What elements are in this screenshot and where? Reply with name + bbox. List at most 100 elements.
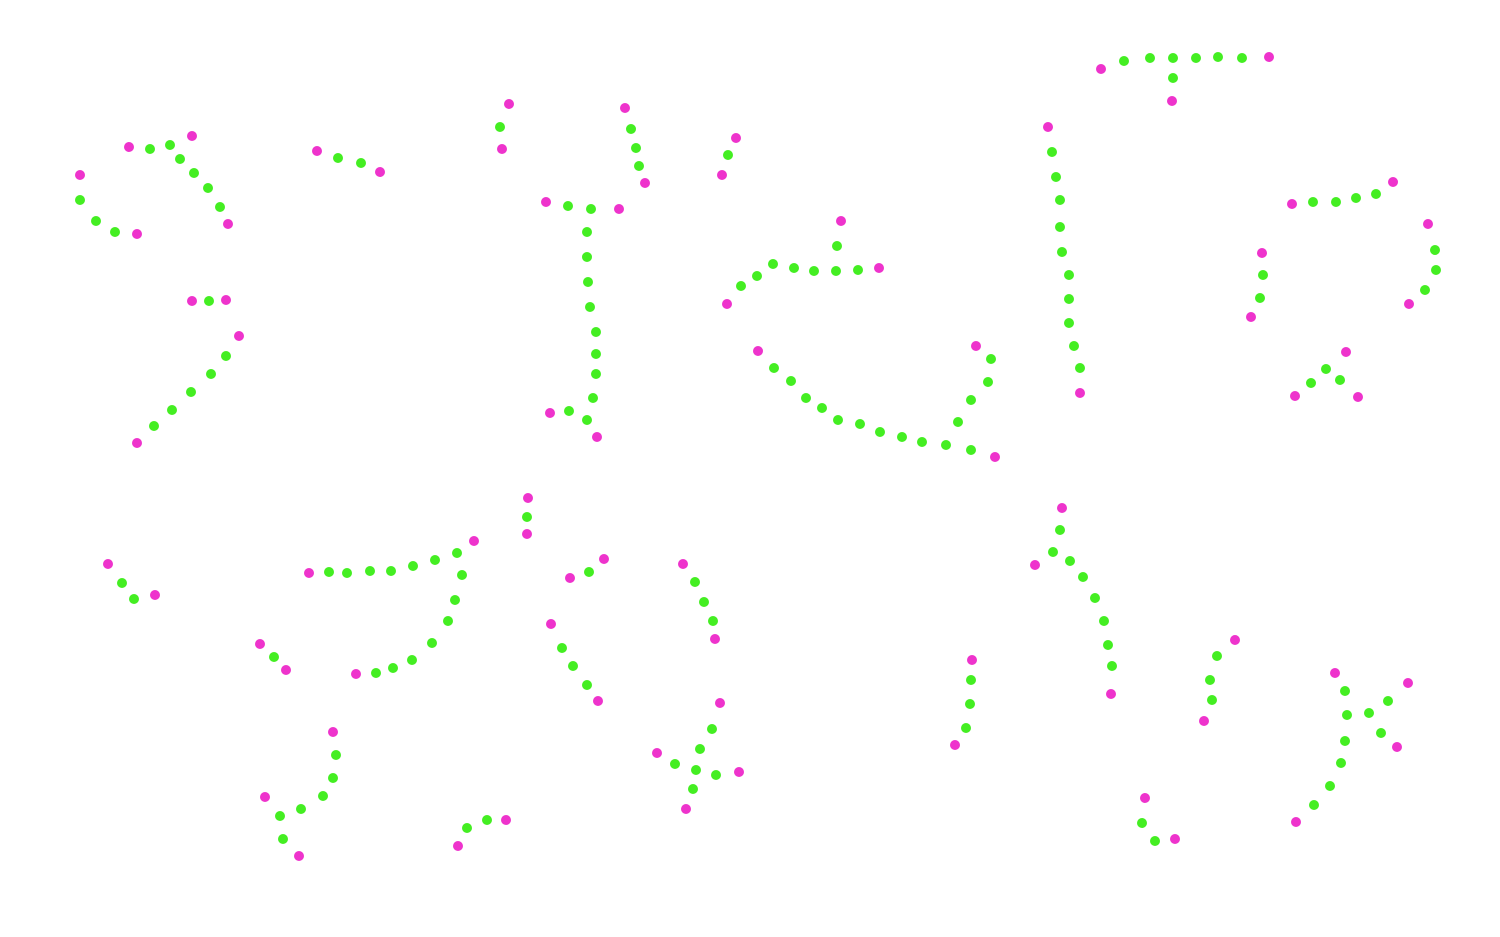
stroke-endpoint-dot	[546, 619, 556, 629]
stroke-point-dot	[1306, 378, 1316, 388]
stroke-point-dot	[91, 216, 101, 226]
stroke-point-dot	[1321, 364, 1331, 374]
stroke-point-dot	[457, 570, 467, 580]
stroke-point-dot	[1055, 525, 1065, 535]
stroke-endpoint-dot	[523, 493, 533, 503]
stroke-endpoint-dot	[874, 263, 884, 273]
stroke-point-dot	[482, 815, 492, 825]
stroke-point-dot	[1055, 195, 1065, 205]
stroke-point-dot	[206, 369, 216, 379]
stroke-point-dot	[1335, 375, 1345, 385]
stroke-point-dot	[786, 376, 796, 386]
stroke-point-dot	[204, 296, 214, 306]
stroke-point-dot	[1212, 651, 1222, 661]
stroke-point-dot	[752, 271, 762, 281]
stroke-point-dot	[634, 161, 644, 171]
stroke-point-dot	[203, 183, 213, 193]
stroke-point-dot	[215, 202, 225, 212]
stroke-point-dot	[855, 419, 865, 429]
stroke-point-dot	[941, 440, 951, 450]
stroke-endpoint-dot	[717, 170, 727, 180]
stroke-point-dot	[1064, 318, 1074, 328]
stroke-endpoint-dot	[614, 204, 624, 214]
stroke-endpoint-dot	[1140, 793, 1150, 803]
stroke-point-dot	[1331, 197, 1341, 207]
stroke-point-dot	[145, 144, 155, 154]
stroke-point-dot	[983, 377, 993, 387]
stroke-point-dot	[1376, 728, 1386, 738]
stroke-endpoint-dot	[501, 815, 511, 825]
stroke-point-dot	[1340, 686, 1350, 696]
stroke-endpoint-dot	[328, 727, 338, 737]
stroke-point-dot	[670, 759, 680, 769]
stroke-point-dot	[278, 834, 288, 844]
stroke-endpoint-dot	[497, 144, 507, 154]
stroke-point-dot	[1065, 556, 1075, 566]
stroke-point-dot	[1051, 172, 1061, 182]
stroke-point-dot	[582, 227, 592, 237]
stroke-point-dot	[1205, 675, 1215, 685]
stroke-point-dot	[1431, 265, 1441, 275]
stroke-point-dot	[318, 791, 328, 801]
stroke-point-dot	[626, 124, 636, 134]
stroke-endpoint-dot	[375, 167, 385, 177]
stroke-endpoint-dot	[1403, 678, 1413, 688]
stroke-endpoint-dot	[187, 131, 197, 141]
stroke-endpoint-dot	[1106, 689, 1116, 699]
stroke-point-dot	[966, 445, 976, 455]
stroke-endpoint-dot	[990, 452, 1000, 462]
stroke-point-dot	[1371, 189, 1381, 199]
stroke-endpoint-dot	[1404, 299, 1414, 309]
stroke-point-dot	[1150, 836, 1160, 846]
stroke-endpoint-dot	[522, 529, 532, 539]
stroke-point-dot	[129, 594, 139, 604]
stroke-point-dot	[430, 555, 440, 565]
stroke-point-dot	[1351, 193, 1361, 203]
stroke-endpoint-dot	[1230, 635, 1240, 645]
stroke-point-dot	[1064, 294, 1074, 304]
stroke-endpoint-dot	[971, 341, 981, 351]
stroke-endpoint-dot	[187, 296, 197, 306]
stroke-point-dot	[833, 415, 843, 425]
stroke-point-dot	[583, 277, 593, 287]
stroke-endpoint-dot	[255, 639, 265, 649]
stroke-point-dot	[736, 281, 746, 291]
stroke-point-dot	[331, 750, 341, 760]
stroke-endpoint-dot	[565, 573, 575, 583]
stroke-point-dot	[296, 804, 306, 814]
stroke-endpoint-dot	[132, 438, 142, 448]
stroke-point-dot	[817, 403, 827, 413]
stroke-point-dot	[1090, 593, 1100, 603]
stroke-endpoint-dot	[722, 299, 732, 309]
stroke-point-dot	[691, 765, 701, 775]
stroke-point-dot	[1137, 818, 1147, 828]
stroke-point-dot	[853, 265, 863, 275]
stroke-endpoint-dot	[1167, 96, 1177, 106]
stroke-point-dot	[831, 266, 841, 276]
stroke-point-dot	[723, 150, 733, 160]
stroke-point-dot	[110, 227, 120, 237]
stroke-point-dot	[711, 770, 721, 780]
stroke-endpoint-dot	[681, 804, 691, 814]
stroke-point-dot	[275, 811, 285, 821]
stroke-point-dot	[1309, 800, 1319, 810]
stroke-point-dot	[1336, 758, 1346, 768]
stroke-point-dot	[557, 643, 567, 653]
stroke-point-dot	[688, 784, 698, 794]
stroke-endpoint-dot	[1075, 388, 1085, 398]
stroke-point-dot	[588, 393, 598, 403]
dot-layer	[75, 52, 1441, 861]
stroke-endpoint-dot	[132, 229, 142, 239]
stroke-point-dot	[407, 655, 417, 665]
stroke-endpoint-dot	[1057, 503, 1067, 513]
stroke-endpoint-dot	[731, 133, 741, 143]
stroke-point-dot	[1103, 640, 1113, 650]
stroke-point-dot	[707, 724, 717, 734]
stroke-point-dot	[117, 578, 127, 588]
stroke-point-dot	[591, 349, 601, 359]
stroke-point-dot	[386, 566, 396, 576]
stroke-endpoint-dot	[1341, 347, 1351, 357]
stroke-endpoint-dot	[1199, 716, 1209, 726]
stroke-point-dot	[1258, 270, 1268, 280]
stroke-point-dot	[953, 417, 963, 427]
